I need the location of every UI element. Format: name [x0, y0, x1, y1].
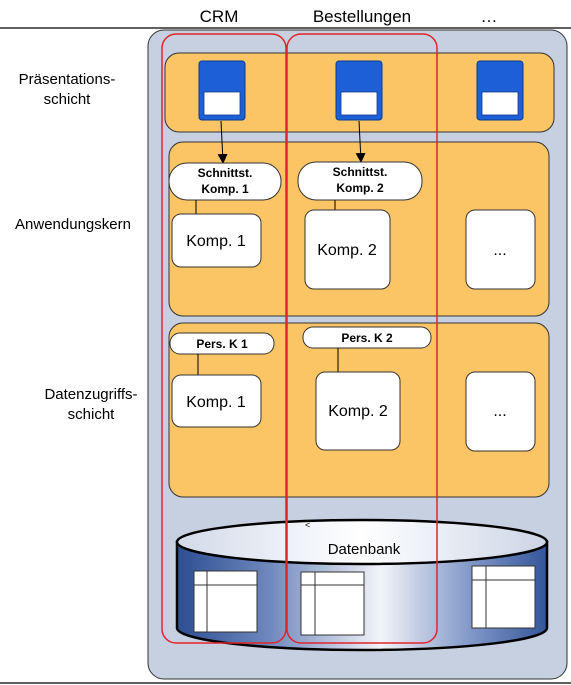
interface-component-1: Schnittst. Komp. 1: [168, 162, 282, 201]
app-component-1: Komp. 1: [171, 213, 262, 268]
column-heading-more: …: [481, 7, 498, 26]
crm-column-highlight: [161, 33, 287, 644]
db-table-crm: [193, 570, 258, 633]
layer-label-presentation-2: schicht: [44, 91, 92, 108]
window-icon-crm: [198, 60, 246, 121]
data-component-2-label: Komp. 2: [328, 403, 388, 420]
database-label: Datenbank: [328, 541, 401, 558]
data-component-1: Komp. 1: [171, 374, 262, 428]
layer-label-application: Anwendungskern: [15, 216, 131, 233]
database-mark: <: [305, 520, 310, 530]
data-component-2: Komp. 2: [315, 371, 401, 451]
interface-component-2: Schnittst. Komp. 2: [297, 161, 423, 201]
app-component-2-label: Komp. 2: [317, 242, 377, 259]
column-heading-crm: CRM: [200, 7, 239, 26]
persistence-component-2: Pers. K 2: [302, 326, 432, 349]
interface-1-line1: Schnittst.: [198, 166, 253, 180]
orders-column-highlight: [286, 33, 438, 644]
layer-label-data-access-1: Datenzugriffs-: [44, 386, 137, 403]
window-icon-orders: [335, 60, 383, 121]
data-component-more-label: ...: [493, 403, 506, 420]
layer-label-presentation-1: Präsentations-: [19, 71, 116, 88]
column-heading-orders: Bestellungen: [313, 7, 411, 26]
window-icon-more: [476, 60, 524, 121]
layer-label-data-access-2: schicht: [68, 406, 116, 423]
data-component-more: ...: [465, 371, 536, 452]
app-component-more-label: ...: [493, 242, 506, 259]
interface-2-line2: Komp. 2: [336, 181, 384, 195]
persistence-1-label: Pers. K 1: [196, 337, 248, 351]
db-table-orders: [300, 571, 365, 636]
interface-2-line1: Schnittst.: [333, 165, 388, 179]
interface-1-line2: Komp. 1: [201, 182, 249, 196]
app-component-2: Komp. 2: [304, 209, 391, 290]
app-component-1-label: Komp. 1: [186, 233, 246, 250]
app-component-more: ...: [465, 209, 536, 290]
data-component-1-label: Komp. 1: [186, 394, 246, 411]
db-table-more: [471, 565, 536, 629]
persistence-2-label: Pers. K 2: [341, 331, 393, 345]
persistence-component-1: Pers. K 1: [169, 332, 275, 355]
arrow-ui-to-interface-2: [355, 120, 366, 163]
arrow-ui-to-interface-1: [217, 120, 228, 164]
